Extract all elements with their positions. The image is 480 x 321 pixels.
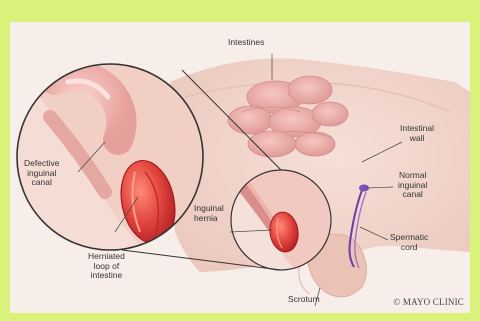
copyright-credit: © MAYO CLINIC <box>393 297 464 307</box>
label-scrotum: Scrotum <box>288 295 320 305</box>
anatomy-illustration <box>10 22 470 313</box>
label-intestines: Intestines <box>228 38 264 48</box>
